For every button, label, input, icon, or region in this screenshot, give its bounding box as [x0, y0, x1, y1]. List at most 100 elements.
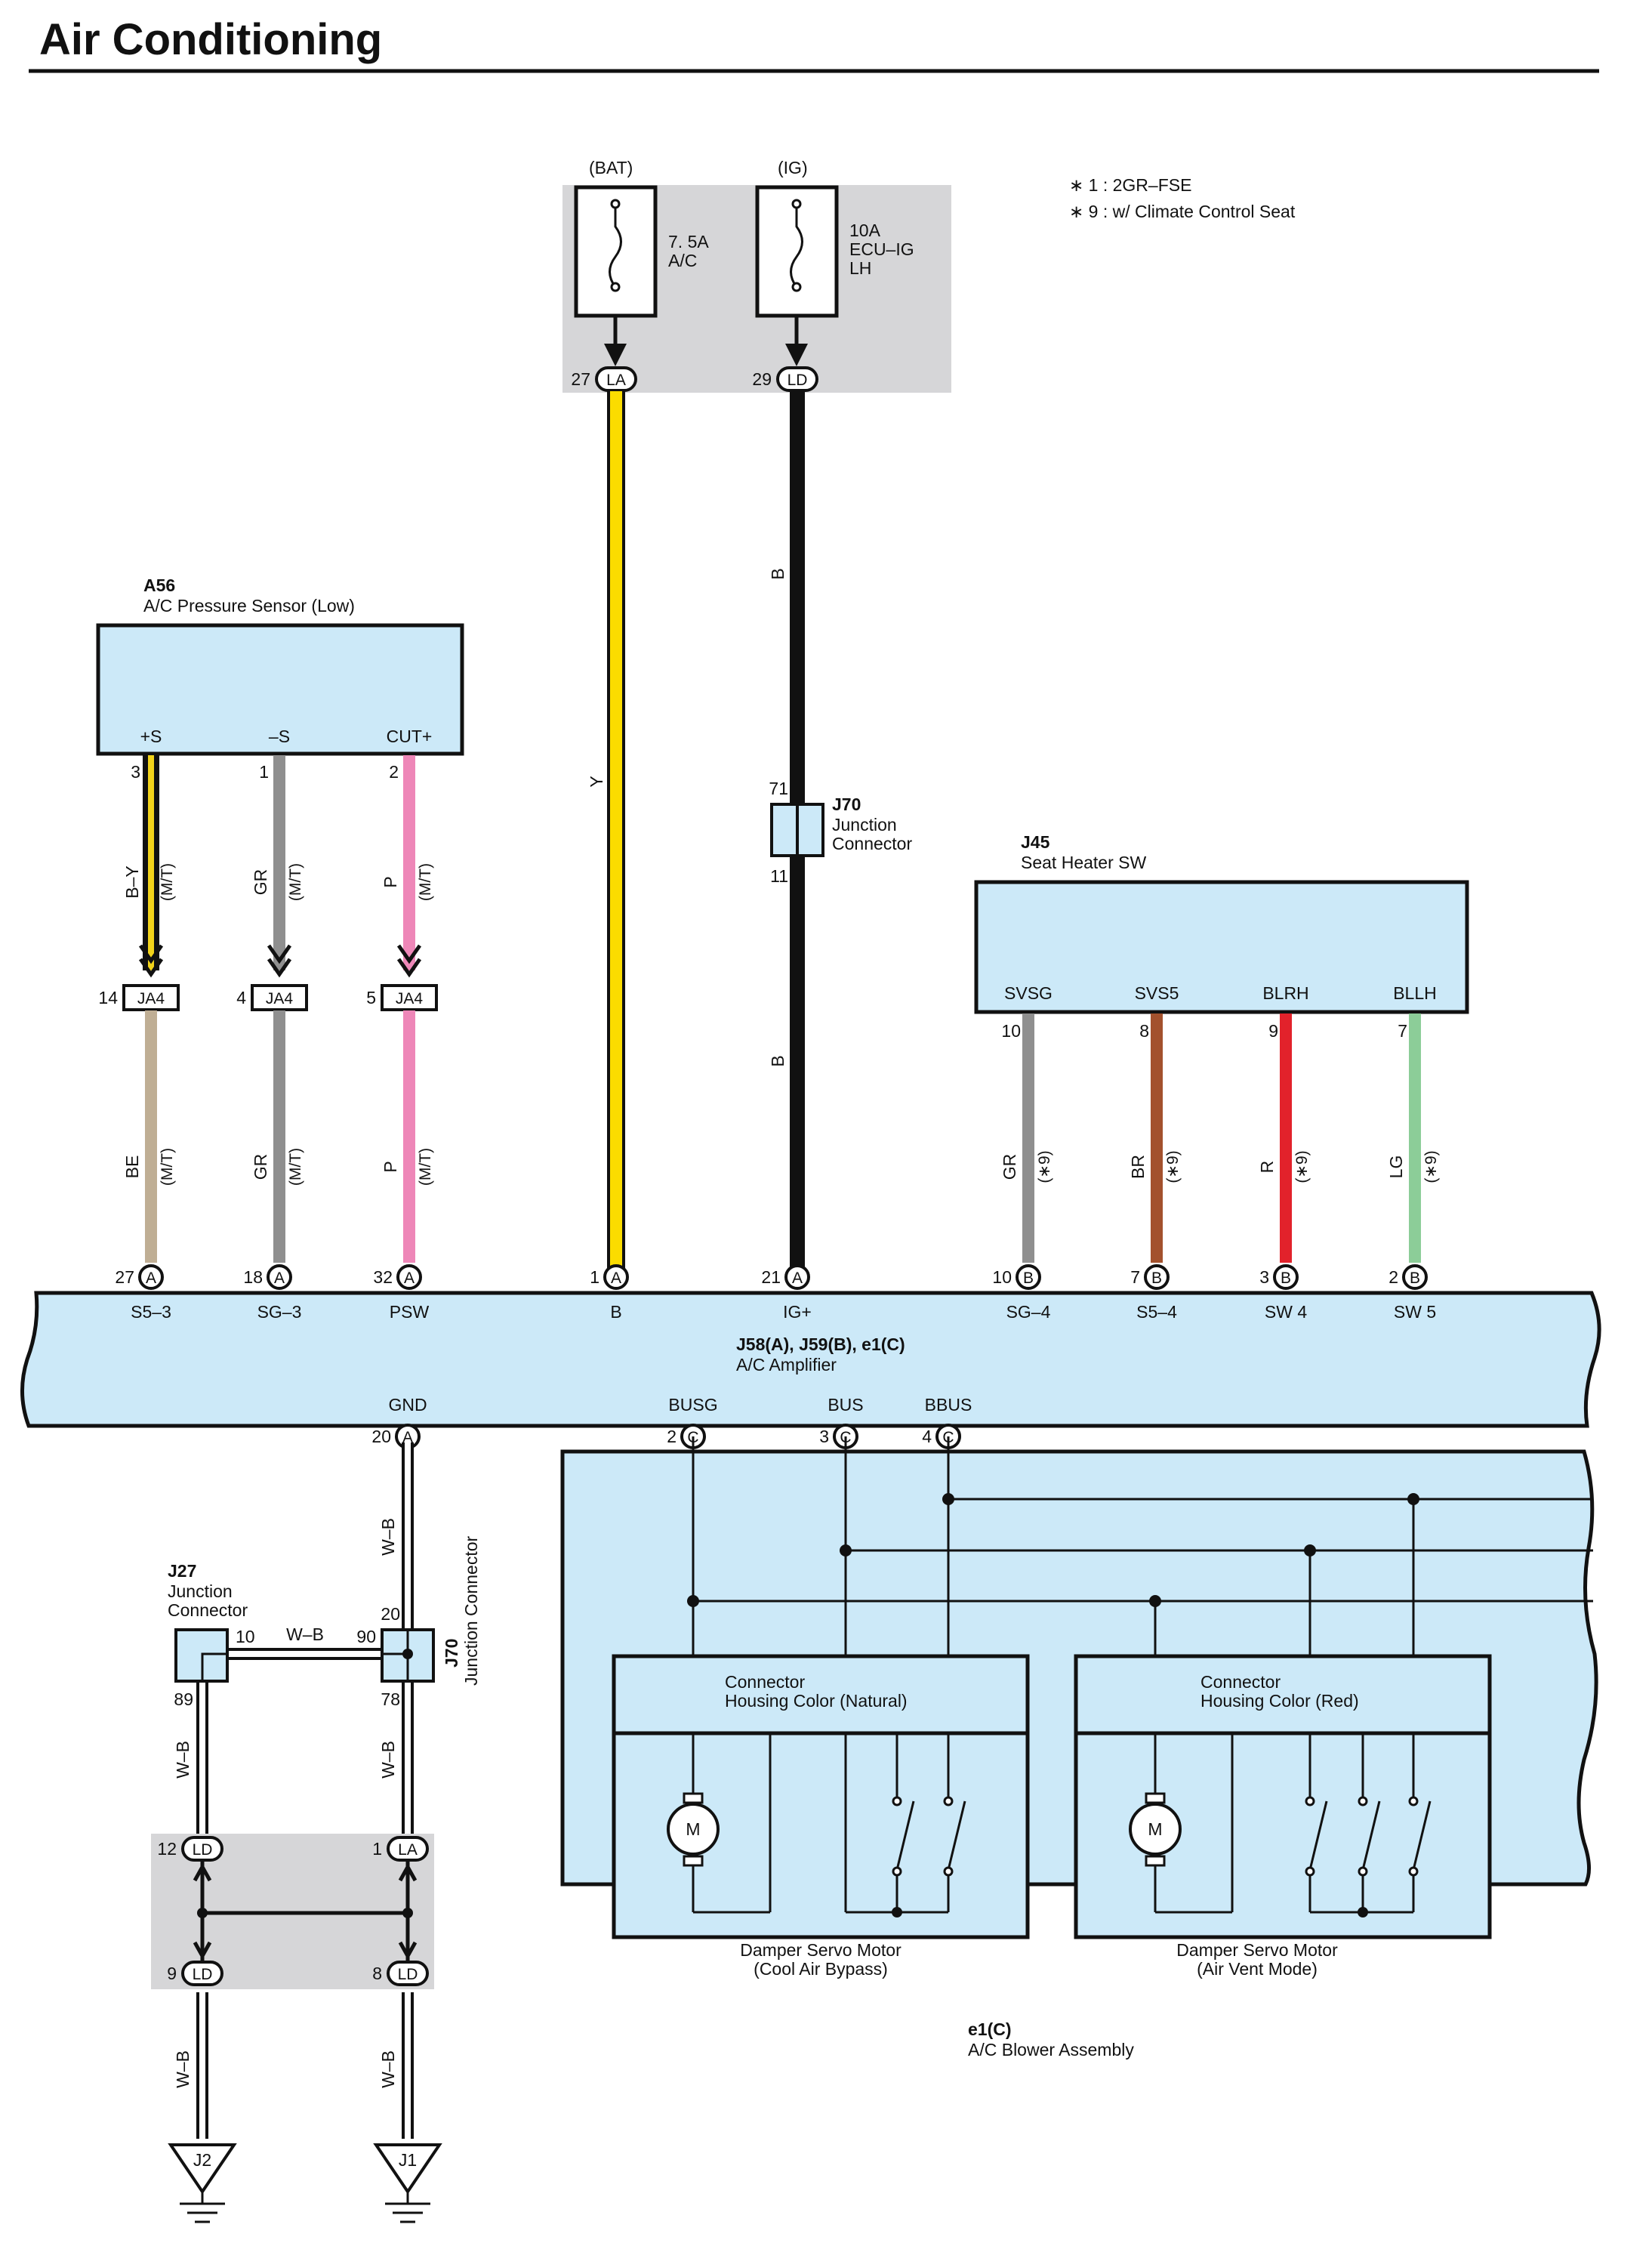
servo-cool-air-bypass: Connector Housing Color (Natural)	[612, 1654, 1030, 1979]
amp-top-connector-1	[267, 1264, 292, 1290]
amp-bottom-terminal-1: BUSG	[668, 1395, 717, 1415]
amp-top-conn-label-2: A	[404, 1270, 415, 1287]
fuse-2-element	[790, 204, 803, 288]
amp-top-connector-4	[784, 1264, 810, 1290]
amp-top-connector-2	[396, 1264, 422, 1290]
svg-text:LD: LD	[398, 1966, 418, 1983]
ground-j2: J2	[168, 2143, 237, 2223]
svg-text:90: 90	[356, 1627, 376, 1646]
amp-top-conn-label-4: A	[792, 1270, 803, 1287]
j70-top-pin-out: 11	[770, 866, 788, 886]
wire-gr-upper-label: GR	[251, 869, 270, 896]
fuse-2-source: (IG)	[778, 158, 808, 177]
svg-text:10: 10	[236, 1627, 255, 1646]
wire-gr-upper-mt: (M/T)	[287, 863, 304, 901]
svg-text:J70: J70	[442, 1639, 461, 1668]
a56-code: A56	[143, 575, 175, 595]
amp-name: A/C Amplifier	[736, 1355, 837, 1374]
a56-pin-2: 1	[259, 762, 269, 782]
amp-body	[20, 1291, 1601, 1428]
fuse-box: (BAT) (IG) 7. 5A A/C 10A ECU–IG LH LA 27…	[562, 158, 951, 393]
amp-code: J58(A), J59(B), e1(C)	[736, 1334, 905, 1354]
svg-text:J2: J2	[193, 2150, 211, 2170]
amp-top-terminal-7: SW 4	[1265, 1302, 1307, 1322]
svg-text:JA4: JA4	[396, 990, 424, 1007]
wire-gr-lower-label: GR	[251, 1154, 270, 1180]
svg-text:1: 1	[372, 1839, 382, 1859]
amp-bottom-conn-label-0: A	[402, 1429, 413, 1446]
amp-top-connector-6	[1144, 1264, 1170, 1290]
svg-text:(∗9): (∗9)	[1036, 1150, 1053, 1183]
a56-terminal-2: –S	[269, 727, 290, 746]
amp-top-conn-label-5: B	[1023, 1270, 1034, 1287]
svg-text:J1: J1	[399, 2150, 417, 2170]
blower-code: e1(C)	[968, 2019, 1012, 2039]
a56-pin-1: 3	[131, 762, 140, 782]
amp-top-terminal-6: S5–4	[1136, 1302, 1177, 1322]
wire-gr-lower-mt: (M/T)	[287, 1148, 304, 1186]
svg-text:LD: LD	[193, 1841, 213, 1859]
amp-bottom-terminal-3: BBUS	[925, 1395, 972, 1415]
svg-text:SVSG: SVSG	[1004, 983, 1053, 1003]
amp-top-pin-5: 10	[992, 1267, 1012, 1287]
fuse-1-rating-1: 7. 5A	[668, 232, 709, 251]
j45-name: Seat Heater SW	[1021, 853, 1146, 872]
amp-top-conn-label-1: A	[274, 1270, 285, 1287]
amp-top-terminal-4: IG+	[783, 1302, 812, 1322]
wire-p-lower-mt: (M/T)	[417, 1148, 434, 1186]
a56-upper-wires: B–Y (M/T) GR (M/T) P (M/T)	[122, 755, 434, 978]
amp-top-conn-label-6: B	[1151, 1270, 1162, 1287]
fuse-2-rating-1: 10A	[849, 221, 881, 240]
wire-by-mt: (M/T)	[159, 863, 176, 901]
svg-text:JA4: JA4	[137, 990, 165, 1007]
svg-text:8: 8	[372, 1964, 382, 1983]
wire-p-upper-mt: (M/T)	[417, 863, 434, 901]
splice-box: LD 12 LA 1 LD 9 LD 8	[151, 1834, 434, 1989]
svg-text:(∗9): (∗9)	[1293, 1150, 1311, 1183]
amp-bottom-pin-3: 4	[922, 1427, 932, 1446]
a56-body	[96, 623, 464, 756]
fuse-1-rating-2: A/C	[668, 251, 697, 270]
ja4-connectors: JA4 14 JA4 4 JA4 5	[98, 984, 438, 1011]
amp-top-conn-label-3: A	[611, 1270, 621, 1287]
amp-bottom-pin-2: 3	[819, 1427, 829, 1446]
wb-wires: W–B W–B W–B W–B W–B W–B	[173, 1442, 414, 2139]
svg-text:Housing Color (Red): Housing Color (Red)	[1200, 1691, 1359, 1711]
amp-top-connector-7	[1273, 1264, 1299, 1290]
ground-section: W–B W–B W–B W–B W–B W–B J27 Junction Con…	[151, 1442, 481, 2223]
svg-text:SVS5: SVS5	[1135, 983, 1179, 1003]
svg-text:14: 14	[98, 988, 118, 1007]
svg-text:BLRH: BLRH	[1262, 983, 1308, 1003]
fuse-1-element	[609, 204, 622, 288]
svg-text:78: 78	[381, 1689, 400, 1709]
amp-bottom-pin-1: 2	[667, 1427, 677, 1446]
svg-text:W–B: W–B	[286, 1624, 324, 1644]
amp-top-terminal-2: PSW	[390, 1302, 430, 1322]
page-title: Air Conditioning	[39, 15, 382, 64]
j70-top-name-2: Connector	[832, 834, 912, 853]
wire-be-label: BE	[122, 1155, 142, 1179]
svg-text:(∗9): (∗9)	[1422, 1150, 1440, 1183]
motor-icon	[1129, 1803, 1182, 1856]
amp-top-pin-4: 21	[761, 1267, 781, 1287]
amp-top-terminal-8: SW 5	[1394, 1302, 1436, 1322]
svg-text:Housing Color (Natural): Housing Color (Natural)	[725, 1691, 908, 1711]
j70-top-connector: 71 11 J70 Junction Connector	[769, 779, 912, 886]
amp-top-connector-8	[1402, 1264, 1428, 1290]
ac-amplifier: J58(A), J59(B), e1(C) A/C Amplifier A 27S…	[20, 1264, 1601, 1449]
amp-bottom-terminal-2: BUS	[828, 1395, 863, 1415]
svg-text:W–B: W–B	[378, 1518, 398, 1556]
svg-text:W–B: W–B	[378, 2050, 398, 2088]
svg-text:(Air Vent Mode): (Air Vent Mode)	[1197, 1959, 1318, 1979]
amp-top-terminals: A27S5–3A18SG–3A32PSWA1BA21IG+B10SG–4B7S5…	[115, 1264, 1436, 1322]
fuse-1-pin: 27	[571, 369, 590, 389]
svg-text:Connector: Connector	[168, 1600, 248, 1620]
amp-top-connector-0	[138, 1264, 164, 1290]
amp-top-pin-8: 2	[1388, 1267, 1398, 1287]
svg-text:W–B: W–B	[378, 1741, 398, 1779]
motor-icon	[667, 1803, 720, 1856]
wire-by-label: B–Y	[122, 865, 142, 898]
amp-top-pin-0: 27	[115, 1267, 134, 1287]
j70-bottom-junction-connector: 20 90 78 J70 Junction Connector	[356, 1535, 481, 1709]
